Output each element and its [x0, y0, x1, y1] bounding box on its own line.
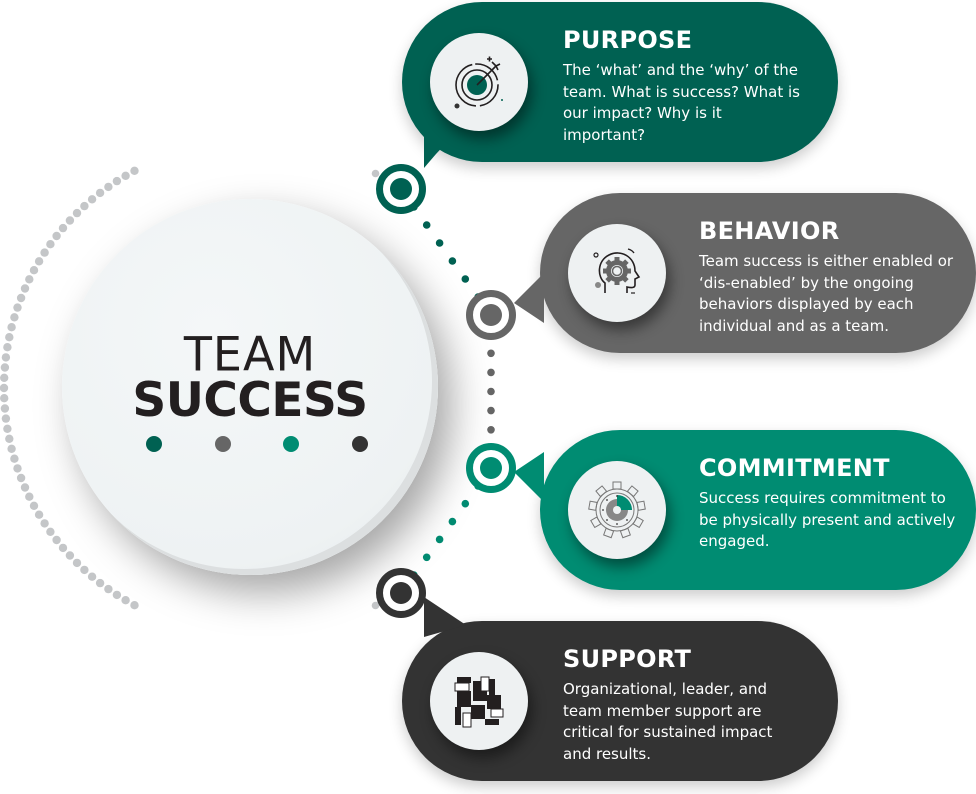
speech-tail [424, 112, 466, 168]
card-behavior: BEHAVIOR Team success is either enabled … [514, 193, 976, 353]
hub-title-success: SUCCESS [132, 373, 368, 428]
node-support [376, 568, 426, 618]
dot-support [351, 436, 368, 452]
card-support: SUPPORT Organizational, leader, and team… [402, 597, 838, 781]
behavior-title: BEHAVIOR [699, 217, 840, 245]
purpose-description: The ‘what’ and the ‘why’ of the team. Wh… [563, 61, 800, 144]
purpose-icon-badge [430, 33, 528, 131]
gear-progress-icon [588, 481, 646, 539]
dot-behavior [214, 436, 231, 452]
linked-hands-icon [454, 676, 504, 728]
node-commitment [466, 443, 516, 493]
card-purpose: PURPOSE The ‘what’ and the ‘why’ of the … [402, 2, 838, 168]
commitment-icon-badge [568, 461, 666, 559]
head-gear-icon [593, 248, 641, 294]
support-description: Organizational, leader, and team member … [563, 680, 773, 763]
node-purpose [376, 164, 426, 214]
speech-tail [424, 597, 466, 637]
dot-purpose [146, 436, 162, 452]
card-commitment: COMMITMENT Success requires commitment t… [514, 430, 976, 590]
hub-title-team: TEAM [183, 326, 317, 382]
behavior-description: Team success is either enabled or ‘dis-e… [699, 252, 954, 335]
support-icon-badge [430, 652, 528, 750]
speech-tail [514, 452, 544, 502]
behavior-icon-badge [568, 224, 666, 322]
commitment-title: COMMITMENT [699, 454, 890, 482]
dot-commitment [283, 436, 300, 452]
commitment-description: Success requires commitment to be physic… [699, 489, 956, 550]
speech-tail [514, 273, 544, 323]
hub-color-dots [146, 436, 368, 452]
support-title: SUPPORT [563, 645, 692, 673]
target-arrow-icon [454, 56, 503, 109]
purpose-title: PURPOSE [563, 26, 693, 54]
team-success-hub: TEAM SUCCESS [62, 199, 438, 575]
node-behavior [466, 290, 516, 340]
